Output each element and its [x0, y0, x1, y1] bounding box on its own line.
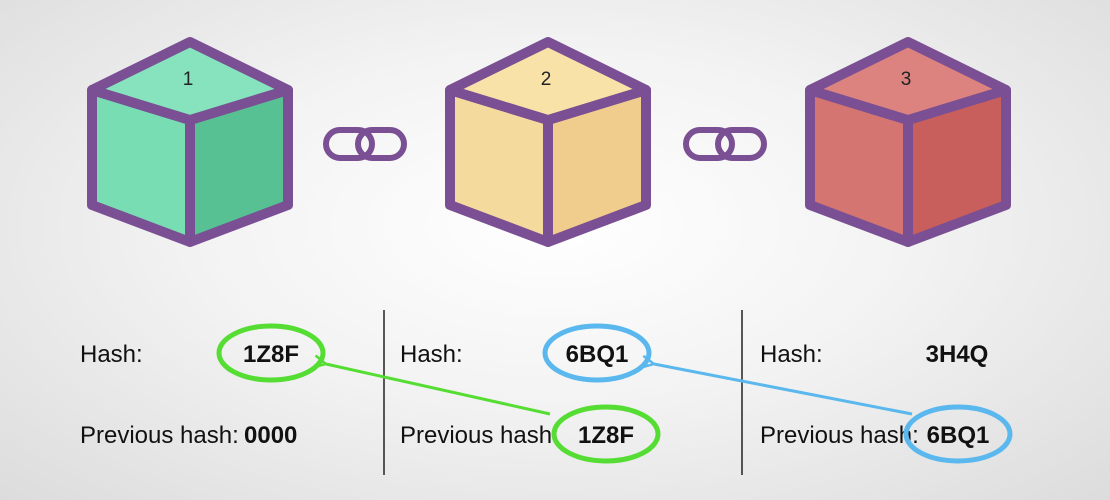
link-arrow-blue: [654, 364, 913, 416]
highlight-circle-block-3-prev-hash: [903, 404, 1013, 464]
block-3-cube-top-face: [805, 37, 1011, 125]
block-3-cube: [805, 37, 1011, 247]
block-3-prev-hash-value: 6BQ1: [927, 422, 990, 449]
block-1-cube-top-face: [87, 37, 293, 125]
block-2-prev-hash-label: Previous hash:: [400, 422, 559, 449]
block-3-hash-label: Hash:: [760, 341, 823, 368]
highlight-circle-block-2-hash: [542, 323, 652, 383]
block-2-hash-label: Hash:: [400, 341, 463, 368]
chain-link-icon-1: [323, 127, 407, 161]
link-arrow-green: [326, 364, 551, 416]
highlight-circle-block-1-hash: [216, 323, 326, 383]
block-1-hash-value: 1Z8F: [243, 341, 299, 368]
highlight-circle-block-2-prev-hash: [551, 404, 661, 464]
block-3-hash-value: 3H4Q: [926, 341, 989, 368]
block-2-number: 2: [541, 69, 552, 90]
block-1-prev-hash-label: Previous hash:: [80, 422, 239, 449]
block-2-prev-hash-value: 1Z8F: [578, 422, 634, 449]
block-2-hash-value: 6BQ1: [566, 341, 629, 368]
block-3-prev-hash-label: Previous hash:: [760, 422, 919, 449]
block-1-hash-label: Hash:: [80, 341, 143, 368]
block-2-cube-top-face: [445, 37, 651, 125]
chain-link-icon-2: [683, 127, 767, 161]
block-1-cube: [87, 37, 293, 247]
block-2-cube: [445, 37, 651, 247]
block-3-number: 3: [901, 69, 912, 90]
block-1-prev-hash-value: 0000: [244, 422, 297, 449]
block-1-number: 1: [183, 69, 194, 90]
